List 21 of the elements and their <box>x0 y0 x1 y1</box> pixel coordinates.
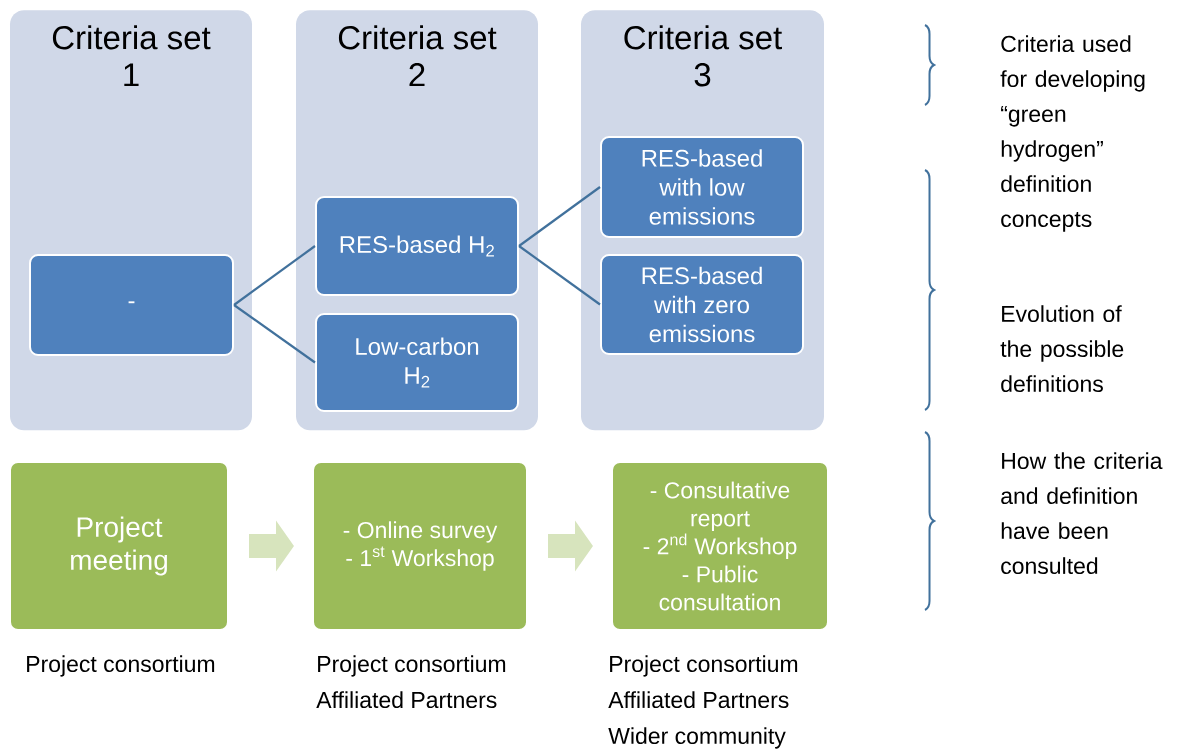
definition-box: RES-based with low emissions <box>600 136 804 238</box>
consultation-box: Project meeting <box>9 461 229 631</box>
participant-label: Project consortium <box>610 655 798 677</box>
participant-label: Affiliated Partners <box>608 691 789 709</box>
side-note: How the criteria and definition have been consulted <box>1001 452 1163 575</box>
connector-line <box>233 304 316 364</box>
connector-line <box>518 245 601 306</box>
consultation-box: - Consultative report - 2$^{nd}$ Workshop - Public consultation <box>611 461 829 631</box>
definition-box: Low-carbon H$_{2}$ <box>315 313 519 412</box>
participant-label: Wider community <box>608 727 786 749</box>
participant-label: Affiliated Partners <box>316 691 497 709</box>
consultation-box: - Online survey - 1$^{st}$ Workshop <box>312 461 528 631</box>
definition-box: RES-based with zero emissions <box>600 254 804 355</box>
participant-label: Project consortium <box>318 655 506 677</box>
connector-line <box>518 186 601 247</box>
side-note: Evolution of the possible definitions <box>1000 305 1124 393</box>
definition-box: RES-based H$_{2}$ <box>315 196 519 296</box>
side-note: Criteria used for developing “green hydrogen” definition concepts <box>1000 35 1145 232</box>
connector-line <box>233 245 316 306</box>
definition-box: - <box>29 254 234 356</box>
participant-label: Project consortium <box>27 655 215 677</box>
